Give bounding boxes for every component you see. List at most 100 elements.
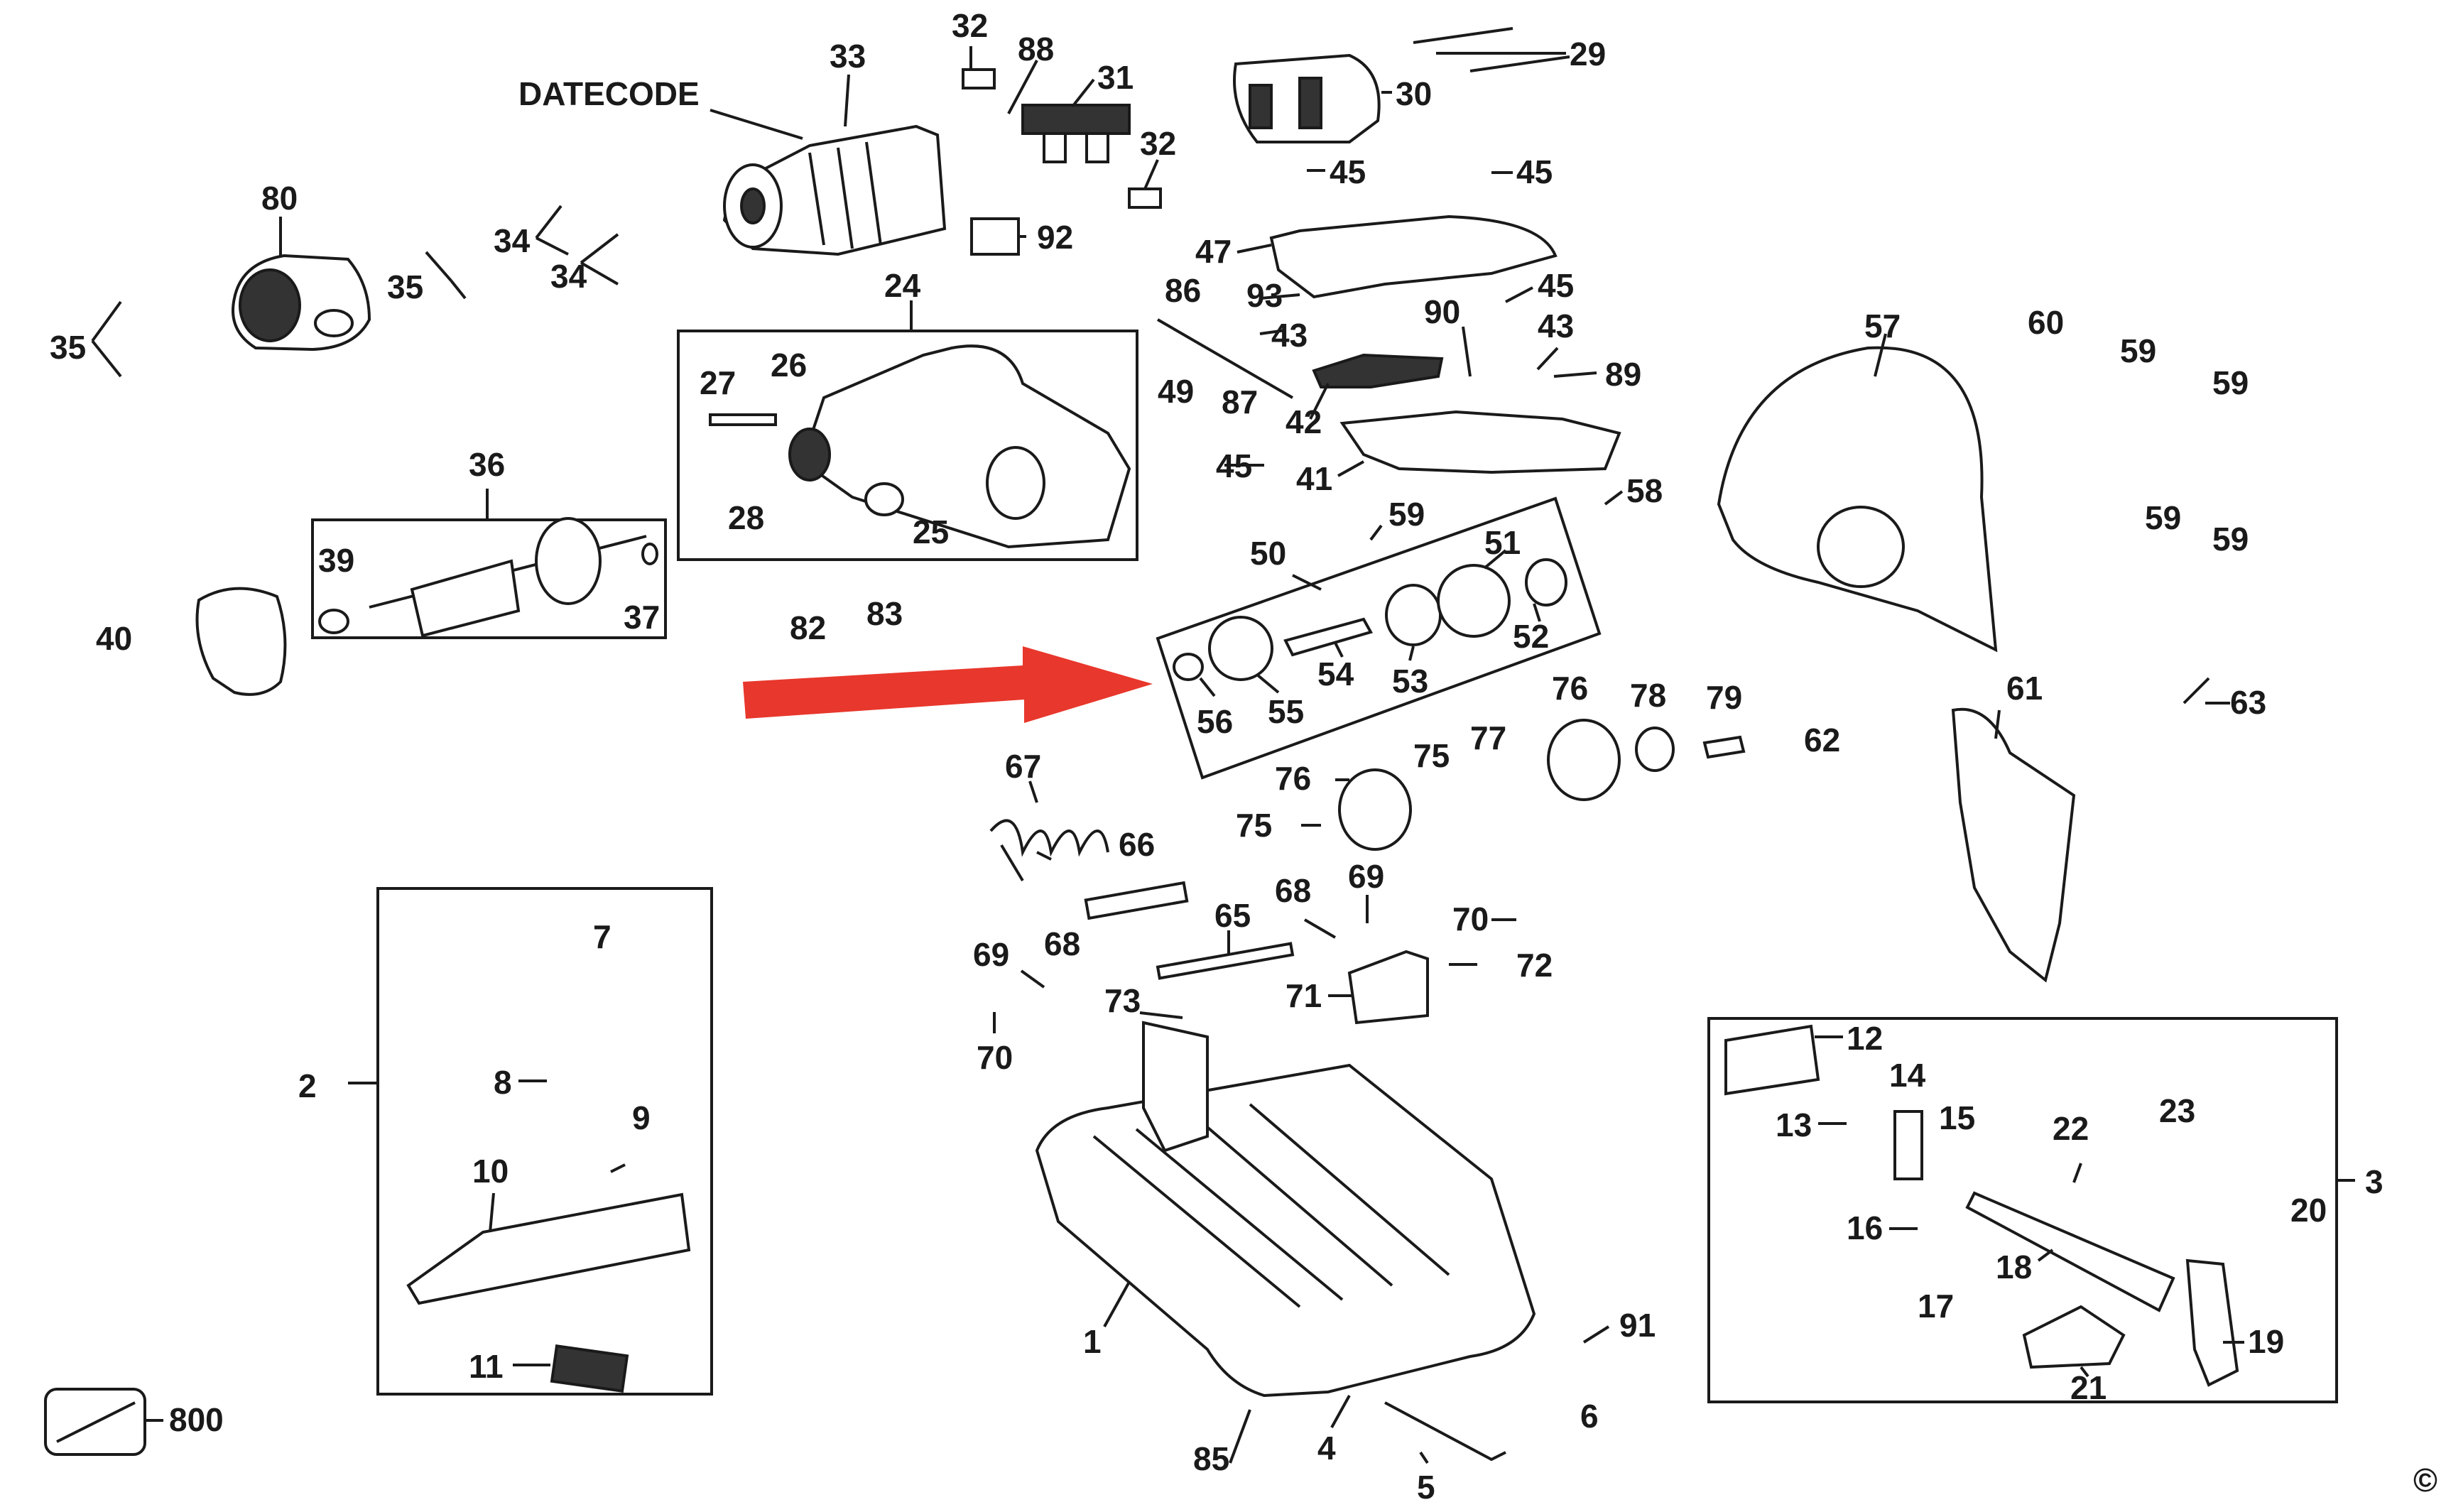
part-label-37: 37 <box>624 599 660 636</box>
part-label-28: 28 <box>728 499 764 536</box>
part-label-39: 39 <box>318 542 354 579</box>
bearing-52-drawing <box>1525 558 1567 607</box>
part-label-4: 4 <box>1317 1430 1336 1467</box>
part-label-5: 5 <box>1417 1469 1435 1506</box>
part-label-8: 8 <box>494 1064 512 1101</box>
bracket-71-drawing <box>1347 950 1429 1025</box>
part-label-32b: 32 <box>1140 125 1176 162</box>
part-label-43b: 43 <box>1538 308 1574 344</box>
part-label-3: 3 <box>2365 1163 2384 1200</box>
part-label-20: 20 <box>2290 1192 2327 1229</box>
part-label-57: 57 <box>1864 308 1901 344</box>
part-label-56: 56 <box>1197 703 1233 740</box>
part-label-18: 18 <box>1996 1249 2032 1285</box>
part-label-75a: 75 <box>1413 737 1450 774</box>
part-label-33: 33 <box>830 38 866 75</box>
spring-67-drawing <box>989 819 1109 882</box>
part-label-61: 61 <box>2006 670 2043 707</box>
part-label-25: 25 <box>913 513 949 550</box>
flange-76-drawing <box>1338 768 1412 851</box>
tool-800-drawing <box>56 1401 136 1443</box>
part-label-43a: 43 <box>1271 317 1308 354</box>
part-label-80: 80 <box>261 180 298 217</box>
spindle-54-drawing <box>1283 617 1373 657</box>
oring-53-drawing <box>1385 584 1442 646</box>
part-label-26: 26 <box>771 347 807 384</box>
pin-90-drawing <box>1462 326 1472 377</box>
fence-bracket-drawing <box>1142 1021 1209 1153</box>
part-label-1: 1 <box>1083 1323 1102 1360</box>
part-label-68b: 68 <box>1044 925 1080 962</box>
part-label-15: 15 <box>1939 1099 1975 1136</box>
long-screw-drawing <box>1469 55 1570 72</box>
group-box-50 <box>1156 496 1602 780</box>
clamp-12-drawing <box>1724 1024 1820 1096</box>
part-label-13: 13 <box>1776 1106 1812 1143</box>
washer-78-drawing <box>1635 727 1675 772</box>
part-label-29: 29 <box>1570 36 1606 72</box>
screw-27-drawing <box>709 413 777 426</box>
part-label-49: 49 <box>1158 373 1194 410</box>
part-label-70b: 70 <box>977 1039 1013 1076</box>
wheel-guard-drawing <box>1717 346 1998 653</box>
part-label-21: 21 <box>2070 1369 2107 1406</box>
handle-41-drawing <box>1339 410 1621 474</box>
part-label-66: 66 <box>1119 826 1155 863</box>
part-label-10: 10 <box>472 1153 509 1190</box>
gear-housing-drawing <box>788 344 1131 549</box>
part-label-93: 93 <box>1246 277 1283 314</box>
baffle-drawing <box>195 587 287 696</box>
part-label-19: 19 <box>2248 1323 2284 1360</box>
washer-56-drawing <box>1173 653 1204 681</box>
part-label-73: 73 <box>1104 982 1141 1019</box>
part-label-59c: 59 <box>2212 364 2249 401</box>
part-label-35a: 35 <box>387 268 423 305</box>
part-label-40: 40 <box>96 620 132 657</box>
part-label-6: 6 <box>1580 1398 1599 1435</box>
part-label-69a: 69 <box>1348 858 1384 895</box>
part-label-34a: 34 <box>494 222 531 259</box>
part-label-12: 12 <box>1847 1020 1883 1057</box>
part-label-78: 78 <box>1630 677 1666 714</box>
part-label-27: 27 <box>700 364 736 401</box>
part-label-89: 89 <box>1605 356 1641 393</box>
field-stator-drawing <box>1233 53 1381 143</box>
bearing-25-drawing <box>864 482 904 516</box>
part-label-91: 91 <box>1619 1307 1656 1344</box>
part-label-86: 86 <box>1165 272 1201 309</box>
part-label-55: 55 <box>1268 693 1304 730</box>
group-box-3 <box>1707 1017 2338 1403</box>
part-label-69b: 69 <box>973 936 1009 973</box>
part-label-83: 83 <box>866 595 903 632</box>
motor-housing-drawing <box>722 124 947 256</box>
part-label-53: 53 <box>1392 663 1428 700</box>
fence-10-drawing <box>406 1192 691 1305</box>
red-pointer-arrow <box>743 646 1153 723</box>
armature-drawing <box>318 517 658 638</box>
bolt-79-drawing <box>1702 735 1746 759</box>
group-box-24 <box>677 330 1138 561</box>
handle-47-drawing <box>1269 214 1558 299</box>
part-label-87: 87 <box>1222 384 1258 420</box>
part-label-67: 67 <box>1005 748 1041 785</box>
part-label-72: 72 <box>1516 947 1553 984</box>
part-label-75b: 75 <box>1236 807 1272 844</box>
part-label-71: 71 <box>1285 977 1322 1014</box>
part-label-51: 51 <box>1484 524 1521 561</box>
part-label-11: 11 <box>469 1348 504 1385</box>
part-label-17: 17 <box>1918 1288 1954 1325</box>
part-label-88: 88 <box>1018 31 1054 67</box>
part-label-16: 16 <box>1847 1209 1883 1246</box>
part-label-70a: 70 <box>1452 901 1489 937</box>
knob-19-drawing <box>2185 1258 2239 1387</box>
part-label-59d: 59 <box>2145 499 2181 536</box>
part-label-24: 24 <box>884 267 921 304</box>
part-label-90: 90 <box>1424 293 1460 330</box>
part-label-30: 30 <box>1396 75 1432 112</box>
part-label-7: 7 <box>593 918 612 955</box>
part-label-22: 22 <box>2053 1110 2089 1147</box>
part-label-76b: 76 <box>1275 760 1311 797</box>
part-label-68a: 68 <box>1275 872 1311 909</box>
rod-65-drawing <box>1156 942 1295 980</box>
